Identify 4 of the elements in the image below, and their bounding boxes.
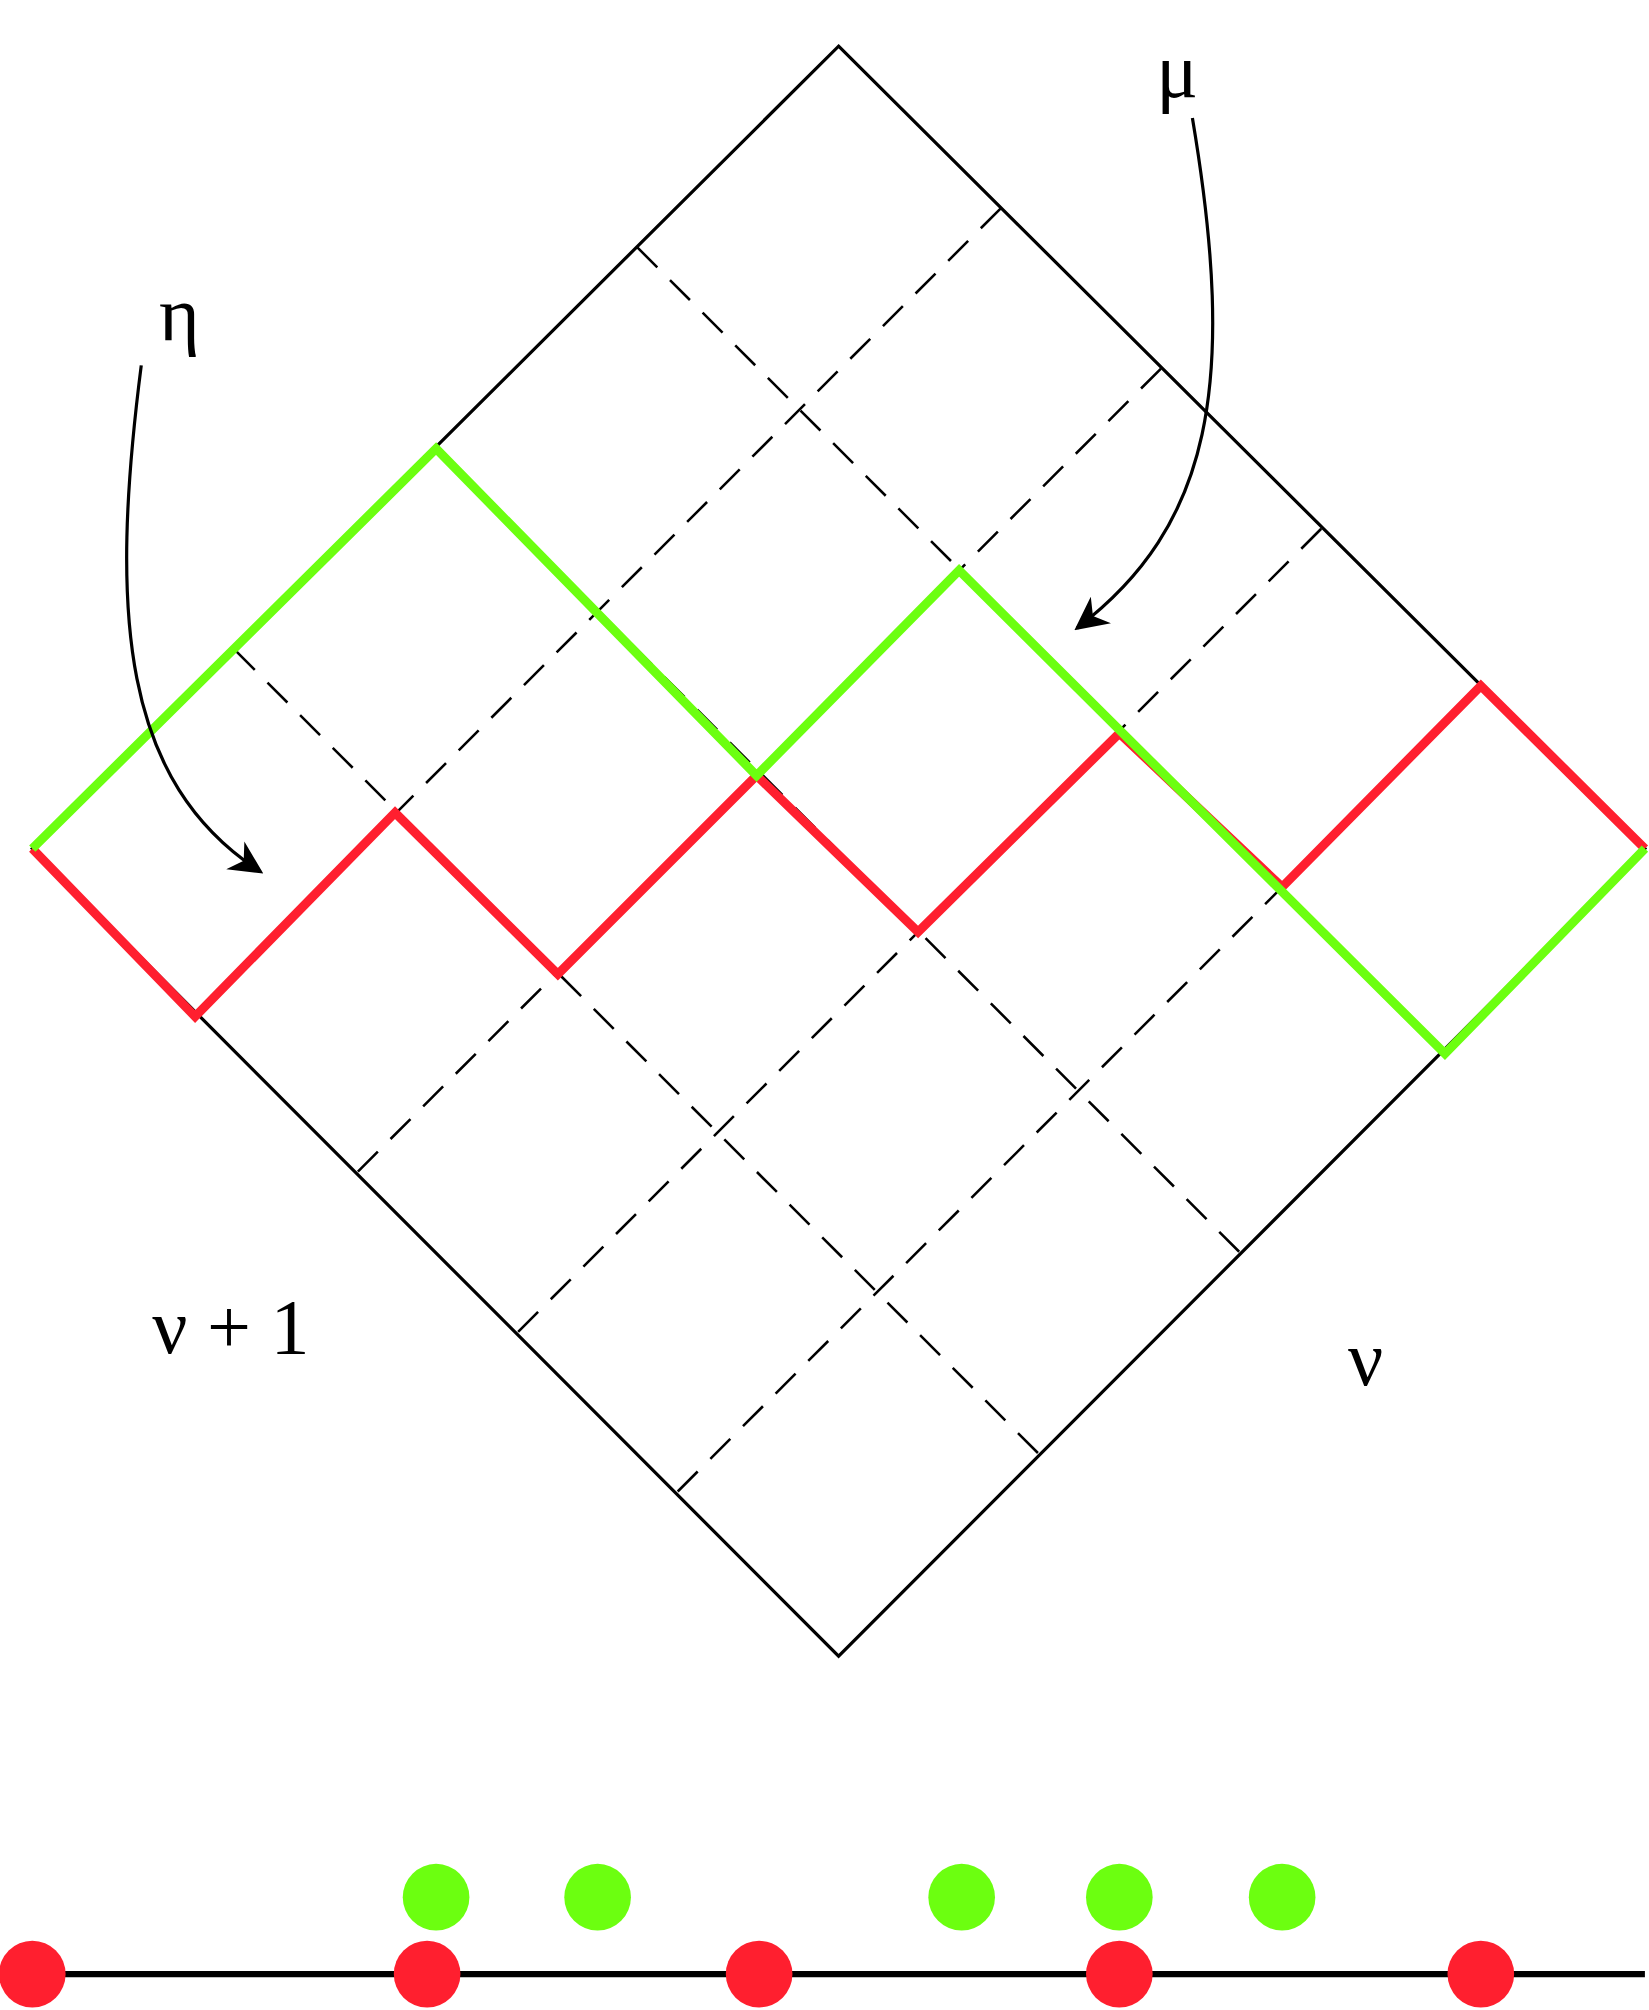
math-label: ν + 1 <box>152 1288 310 1367</box>
leader-arrow <box>125 365 264 874</box>
math-label: ν <box>1347 1320 1384 1399</box>
leader-arrow <box>1074 117 1214 631</box>
